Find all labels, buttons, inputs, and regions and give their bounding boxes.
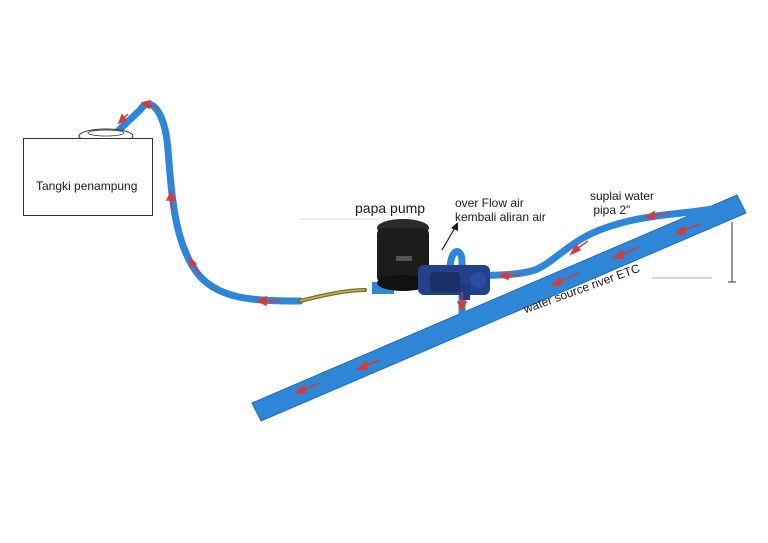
tank-label: Tangki penampung [36, 179, 138, 193]
supply-label-line2: pipa 2" [590, 202, 631, 217]
overflow-label: over Flow air kembali aliran air [455, 196, 546, 225]
overflow-label-line2: kembali aliran air [455, 209, 546, 224]
overflow-label-line1: over Flow air [455, 196, 524, 210]
river-water-source [251, 194, 747, 422]
supply-label-line1: suplai water [590, 189, 655, 203]
pump-label: papa pump [355, 200, 426, 216]
pump [372, 219, 490, 300]
delivery-pipe [112, 100, 304, 305]
supply-pipe [466, 201, 739, 280]
flow-arrows [117, 100, 701, 394]
supply-label: suplai water pipa 2" [590, 189, 655, 218]
storage-tank [23, 138, 153, 216]
overflow-return-pipe [446, 248, 466, 326]
overflow-pointer [441, 225, 457, 251]
